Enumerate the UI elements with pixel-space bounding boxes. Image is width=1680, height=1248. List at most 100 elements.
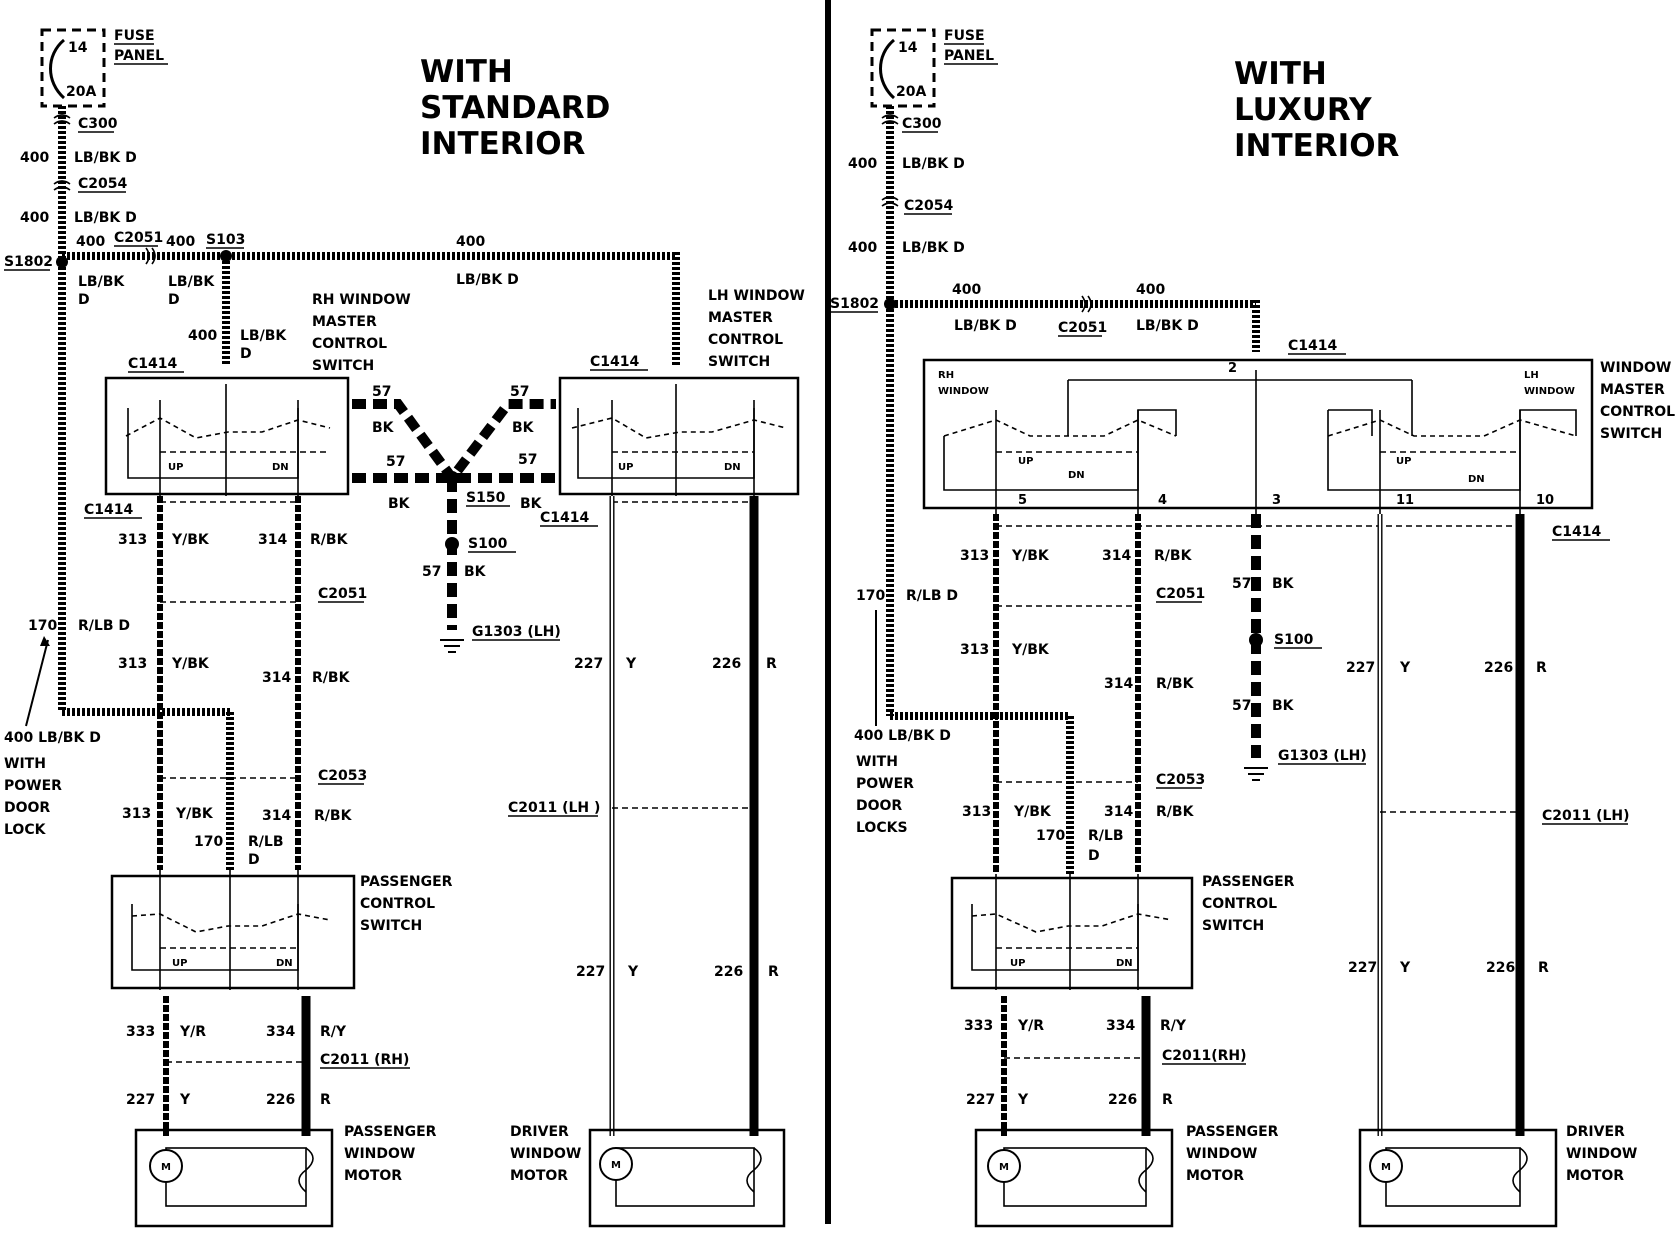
c1414-bottom-right: C1414 xyxy=(1552,524,1601,540)
driver-motor-left: M xyxy=(588,1128,786,1228)
c1414-lh-bottom: C1414 xyxy=(540,510,589,526)
label-r-left-b: R xyxy=(766,656,777,672)
label-314-a: 314 xyxy=(258,532,287,548)
rh-master-label-4: SWITCH xyxy=(312,358,374,374)
c2053-left: C2053 xyxy=(318,768,367,784)
label-400-rc: 400 xyxy=(952,282,981,298)
pass-switch-label-right-3: SWITCH xyxy=(1202,918,1264,934)
label-226-left-a: 226 xyxy=(266,1092,295,1108)
label-227-rb: 227 xyxy=(1346,660,1375,676)
pin-10: 10 xyxy=(1536,493,1554,508)
pass-switch-label-left-1: PASSENGER xyxy=(360,874,453,890)
label-400-a: 400 xyxy=(20,150,49,166)
label-57-rb: 57 xyxy=(1232,698,1251,714)
c2051-mid-right: C2051 xyxy=(1156,586,1205,602)
label-170-ra: 170 xyxy=(856,588,885,604)
motor-m-right-drv: M xyxy=(1381,1162,1391,1173)
lh-master-label-4: SWITCH xyxy=(708,354,770,370)
s150-label: S150 xyxy=(466,490,506,506)
label-313-rb: 313 xyxy=(960,642,989,658)
label-bk-a: BK xyxy=(372,420,395,436)
label-227-left-b: 227 xyxy=(574,656,603,672)
label-313-rc: 313 xyxy=(962,804,991,820)
master-label-right-4: SWITCH xyxy=(1600,426,1662,442)
s100-label-left: S100 xyxy=(468,536,508,552)
label-d-rb: D xyxy=(1088,848,1100,864)
label-170-b: 170 xyxy=(194,834,223,850)
s100-label-right: S100 xyxy=(1274,632,1314,648)
fuse-number-right: 14 xyxy=(898,40,918,56)
label-57-e: 57 xyxy=(422,564,441,580)
label-bk-e: BK xyxy=(464,564,487,580)
label-334-right: 334 xyxy=(1106,1018,1135,1034)
pin-2: 2 xyxy=(1228,361,1237,376)
label-lbbkd-rd: LB/BK D xyxy=(1136,318,1199,334)
label-r-left-c: R xyxy=(768,964,779,980)
pass-motor-label-left-2: WINDOW xyxy=(344,1146,415,1162)
label-y-left-c: Y xyxy=(627,964,639,980)
label-334-left: 334 xyxy=(266,1024,295,1040)
left-title-line1: WITH xyxy=(420,54,513,90)
label-313-b: 313 xyxy=(118,656,147,672)
label-ybk-a: Y/BK xyxy=(171,532,210,548)
label-400-rd: 400 xyxy=(1136,282,1165,298)
c2011-lh-left: C2011 (LH ) xyxy=(508,800,600,816)
label-bk-rb: BK xyxy=(1272,698,1295,714)
label-bk-d: BK xyxy=(520,496,543,512)
fuse-label-right-1: FUSE xyxy=(944,28,985,44)
label-57-a: 57 xyxy=(372,384,391,400)
pass-switch-dn-left: DN xyxy=(276,958,293,969)
left-panel: WITH STANDARD INTERIOR 14 20A FUSE PANEL… xyxy=(4,28,805,1228)
label-y-left-b: Y xyxy=(625,656,637,672)
passenger-motor-right: M xyxy=(974,1128,1174,1228)
rh-switch-up: UP xyxy=(168,462,183,473)
label-57-d: 57 xyxy=(518,452,537,468)
left-title-line3: INTERIOR xyxy=(420,126,586,162)
drv-motor-label-left-1: DRIVER xyxy=(510,1124,569,1140)
label-lbbkd-ra: LB/BK D xyxy=(902,156,965,172)
lh-master-label-1: LH WINDOW xyxy=(708,288,805,304)
label-d-3: D xyxy=(240,346,252,362)
label-ry-left: R/Y xyxy=(320,1024,347,1040)
pass-motor-label-right-1: PASSENGER xyxy=(1186,1124,1279,1140)
note-right-2: WITH xyxy=(856,754,898,770)
master-dn-lh: DN xyxy=(1468,474,1485,485)
label-rlbd-a: R/LB D xyxy=(78,618,130,634)
pass-motor-label-left-3: MOTOR xyxy=(344,1168,402,1184)
drv-motor-label-right-2: WINDOW xyxy=(1566,1146,1637,1162)
drv-motor-label-right-3: MOTOR xyxy=(1566,1168,1624,1184)
motor-m-right-pass: M xyxy=(999,1162,1009,1173)
label-ry-right: R/Y xyxy=(1160,1018,1187,1034)
right-title-line1: WITH xyxy=(1234,56,1327,92)
master-dn-rh: DN xyxy=(1068,470,1085,481)
label-y-rb: Y xyxy=(1399,660,1411,676)
fuse-number-left: 14 xyxy=(68,40,88,56)
lh-master-label-3: CONTROL xyxy=(708,332,783,348)
rh-master-switch: C1414 UP DN xyxy=(104,356,350,496)
splice-s100-right xyxy=(1249,633,1263,647)
left-title-line2: STANDARD xyxy=(420,90,610,126)
label-lbbk-2: LB/BK xyxy=(168,274,215,290)
drv-motor-label-left-3: MOTOR xyxy=(510,1168,568,1184)
label-rbk-c: R/BK xyxy=(314,808,353,824)
label-bk-b: BK xyxy=(512,420,535,436)
master-label-right-2: MASTER xyxy=(1600,382,1665,398)
right-panel: WITH LUXURY INTERIOR 14 20A FUSE PANEL C… xyxy=(830,28,1675,1228)
c1414-rh-label: C1414 xyxy=(128,356,177,372)
fuse-panel-left: 14 20A FUSE PANEL xyxy=(40,28,168,108)
label-d-b: D xyxy=(248,852,260,868)
label-227-left-a: 227 xyxy=(126,1092,155,1108)
label-lbbkd-rc: LB/BK D xyxy=(954,318,1017,334)
label-400-ra: 400 xyxy=(848,156,877,172)
c300-left: C300 xyxy=(78,116,118,132)
window-master-switch-right: 2 UP DN UP DN RH WINDOW LH WINDOW 5 4 xyxy=(922,358,1594,514)
c2051-mid-left: C2051 xyxy=(318,586,367,602)
label-ybk-rc: Y/BK xyxy=(1013,804,1052,820)
label-rbk-rc: R/BK xyxy=(1156,804,1195,820)
master-up-rh: UP xyxy=(1018,456,1033,467)
label-333-right: 333 xyxy=(964,1018,993,1034)
pass-motor-label-right-2: WINDOW xyxy=(1186,1146,1257,1162)
c2011-rh-left: C2011 (RH) xyxy=(320,1052,409,1068)
fuse-panel-right: 14 20A FUSE PANEL xyxy=(870,28,998,108)
lh-master-switch: C1414 UP DN xyxy=(558,354,800,496)
